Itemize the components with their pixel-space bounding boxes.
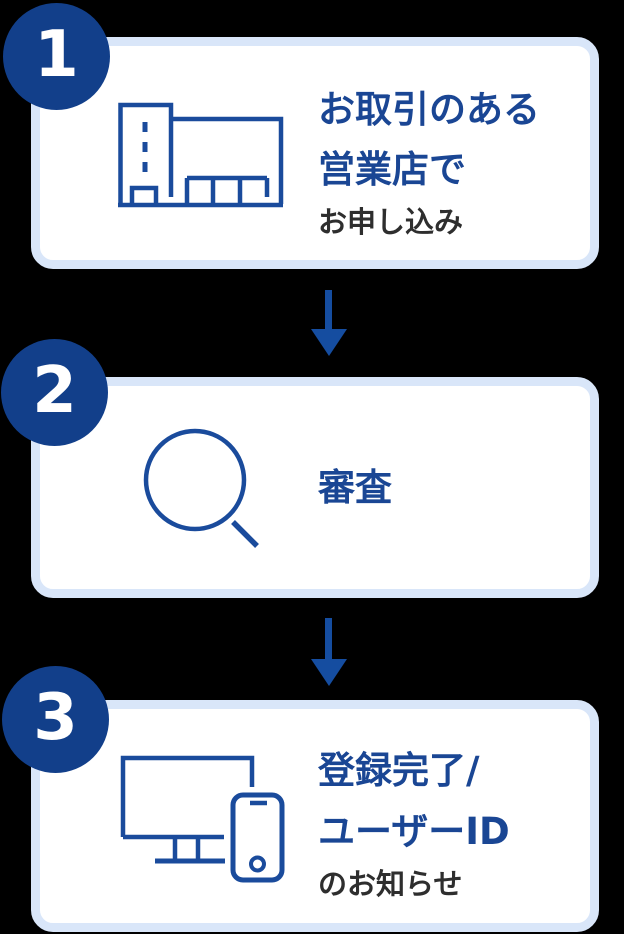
- step-3-number-badge: 3: [2, 666, 109, 773]
- arrow-stem: [325, 290, 332, 331]
- bank-building-icon: [118, 102, 284, 208]
- step-3-title-line-1: 登録完了/: [318, 749, 480, 792]
- step-1-number: 1: [34, 17, 79, 92]
- step-1-number-badge: 1: [3, 3, 110, 110]
- monitor-smartphone-icon: [120, 755, 285, 883]
- step-2-text: 審査: [318, 458, 392, 518]
- step-3-subtitle: のお知らせ: [318, 867, 463, 901]
- step-3-text: 登録完了/ ユーザーID のお知らせ: [318, 740, 510, 906]
- step-1-subtitle: お申し込み: [318, 205, 464, 239]
- step-1-title-line-2: 営業店で: [318, 148, 466, 191]
- step-2-title-line-1: 審査: [318, 466, 392, 509]
- step-2-card: [31, 377, 599, 598]
- step-3-title-line-2: ユーザーID: [318, 810, 510, 853]
- arrow-stem: [325, 618, 332, 661]
- step-1-text: お取引のある 営業店で お申し込み: [318, 80, 540, 244]
- step-1-card: [31, 37, 599, 269]
- arrow-head: [311, 329, 347, 356]
- step-3-number: 3: [33, 680, 78, 755]
- step-2-number-badge: 2: [1, 339, 108, 446]
- arrow-head: [311, 659, 347, 686]
- step-1-title-line-1: お取引のある: [318, 88, 540, 131]
- step-2-number: 2: [32, 353, 77, 428]
- step-3-card: [31, 700, 599, 932]
- magnifier-icon: [143, 428, 259, 548]
